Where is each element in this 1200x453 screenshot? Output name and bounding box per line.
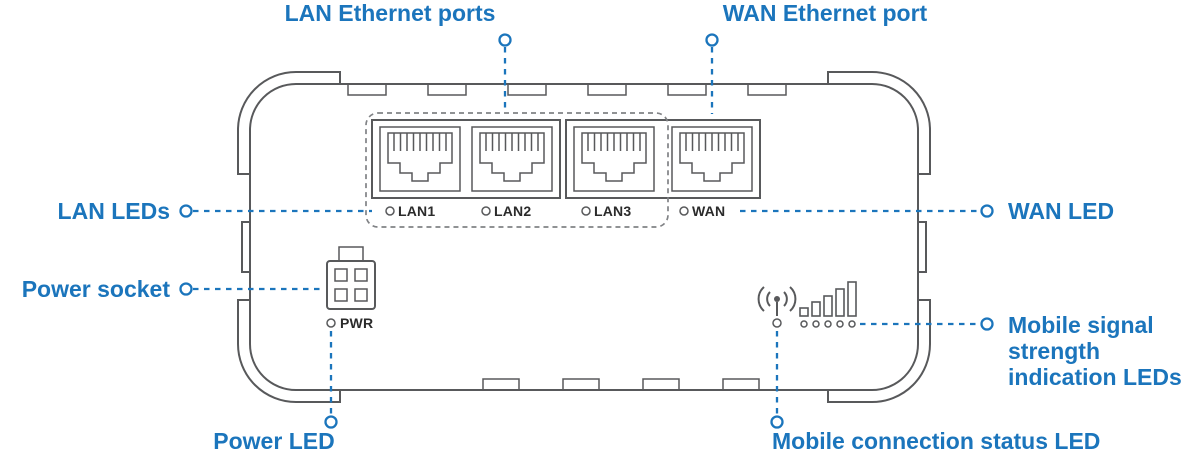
leader-lan-ports [498, 33, 512, 110]
signal-led-1 [800, 320, 808, 328]
lan-group-dashed-outline [365, 112, 669, 228]
callout-lan-leds: LAN LEDs [57, 198, 170, 224]
leader-power-led [324, 331, 338, 429]
pwr-led-label: PWR [340, 315, 374, 331]
top-vent-slots [347, 83, 787, 96]
wan-led-label: WAN [692, 203, 726, 219]
ethernet-ports [371, 119, 761, 199]
callout-power-led: Power LED [213, 428, 335, 453]
router-body [237, 71, 931, 403]
lan3-led [581, 206, 591, 216]
callout-wan-led: WAN LED [1008, 198, 1115, 224]
leader-lan-leds [179, 204, 372, 218]
power-led [326, 318, 336, 328]
corner-bumper-bottom-left [237, 299, 341, 403]
corner-bumper-top-left [237, 71, 341, 175]
callout-wan-ethernet-port: WAN Ethernet port [722, 0, 928, 26]
wan-led [679, 206, 689, 216]
signal-led-3 [824, 320, 832, 328]
power-socket [326, 246, 376, 310]
leader-power-socket [179, 282, 321, 296]
lan1-led [385, 206, 395, 216]
corner-bumper-top-right [827, 71, 931, 175]
leader-mobile-status [770, 331, 784, 429]
leader-wan-led [740, 204, 994, 218]
callout-lan-ethernet-ports: LAN Ethernet ports [284, 0, 496, 26]
callout-mobile-status-led: Mobile connection status LED [772, 428, 1101, 453]
signal-led-2 [812, 320, 820, 328]
port-shield-lan3-wan [565, 119, 761, 199]
signal-led-4 [836, 320, 844, 328]
lan1-led-label: LAN1 [398, 203, 436, 219]
signal-strength-bars [799, 281, 857, 317]
corner-bumper-bottom-right [827, 299, 931, 403]
signal-led-5 [848, 320, 856, 328]
side-tab-left [241, 221, 251, 273]
lan2-led [481, 206, 491, 216]
bottom-vent-slots [482, 378, 760, 391]
antenna-icon [757, 286, 797, 316]
leader-mobile-signal [860, 317, 994, 331]
callout-power-socket: Power socket [21, 276, 170, 302]
led-indicators [326, 206, 856, 328]
mobile-status-led [772, 318, 782, 328]
port-shield-lan12 [371, 119, 561, 199]
side-tab-right [917, 221, 927, 273]
lan2-led-label: LAN2 [494, 203, 532, 219]
lan3-led-label: LAN3 [594, 203, 632, 219]
leader-wan-port [705, 33, 719, 114]
callout-mobile-signal-leds: Mobile signal strength indication LEDs [1008, 312, 1182, 390]
